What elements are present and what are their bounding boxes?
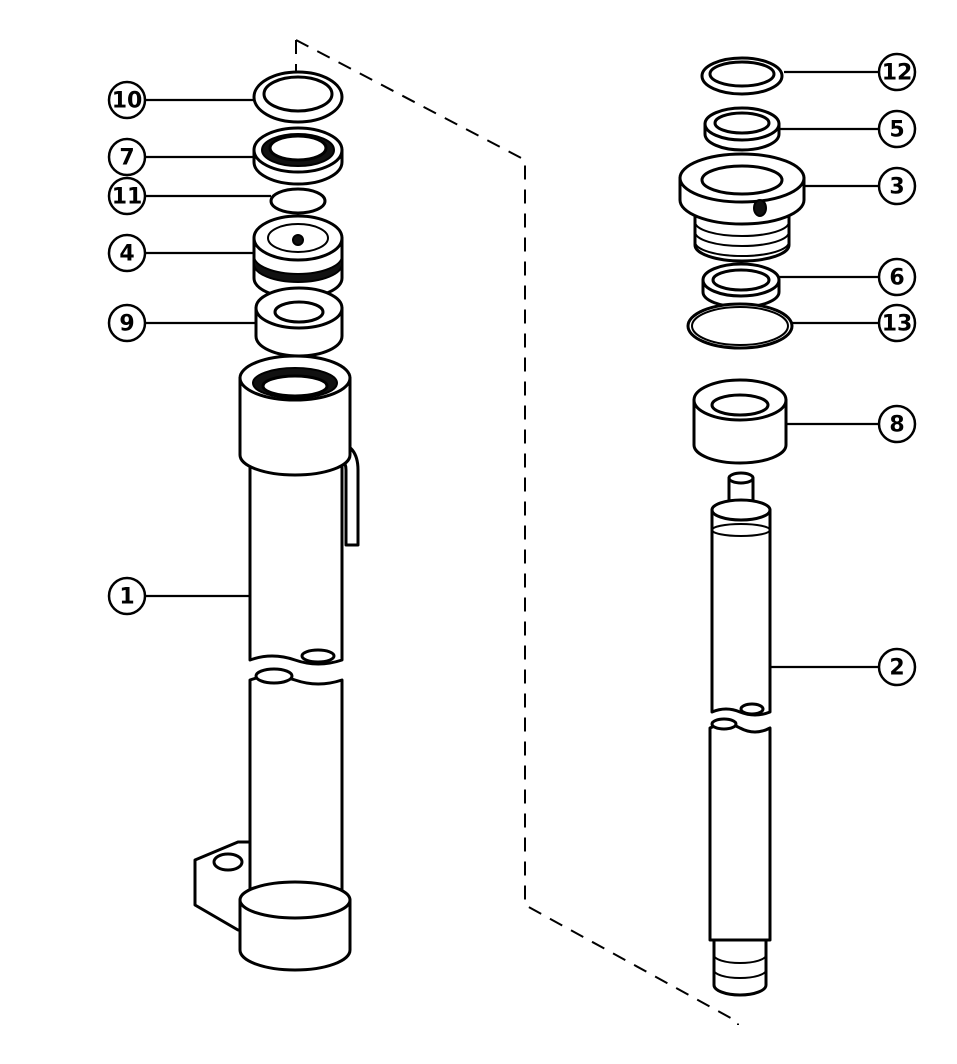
callout-13-label: 13 [882, 312, 913, 337]
part-3-gland-nut [678, 152, 806, 263]
callout-6-label: 6 [889, 266, 904, 291]
part-1-cylinder-barrel [193, 354, 360, 972]
callout-8: 8 [877, 404, 917, 444]
callout-11-label: 11 [112, 185, 143, 210]
part-12-ring [700, 56, 784, 96]
callout-5: 5 [877, 109, 917, 149]
callout-3: 3 [877, 166, 917, 206]
callout-9-label: 9 [119, 312, 134, 337]
callout-4-label: 4 [119, 242, 134, 267]
part-10-ring [252, 70, 344, 124]
assembly-centerline [295, 39, 739, 1025]
callout-4: 4 [107, 233, 147, 273]
callout-2: 2 [877, 647, 917, 687]
part-2-piston-rod [708, 471, 772, 997]
callout-1-label: 1 [119, 585, 134, 610]
callout-7-label: 7 [119, 146, 134, 171]
part-9-bushing [254, 286, 344, 358]
callout-11: 11 [107, 176, 147, 216]
part-6-seal [701, 262, 781, 309]
part-5-seal [703, 106, 781, 152]
callout-2-label: 2 [889, 656, 904, 681]
part-7-seal [252, 126, 344, 186]
part-4-piston [252, 214, 344, 300]
part-8-bushing [692, 378, 788, 465]
callout-8-label: 8 [889, 413, 904, 438]
callout-3-label: 3 [889, 175, 904, 200]
callout-9: 9 [107, 303, 147, 343]
part-13-o-ring [686, 302, 794, 350]
callout-12-label: 12 [882, 61, 913, 86]
callout-10-label: 10 [112, 89, 143, 114]
callout-6: 6 [877, 257, 917, 297]
callout-13: 13 [877, 303, 917, 343]
leader-lines [146, 70, 878, 669]
callout-10: 10 [107, 80, 147, 120]
callout-1: 1 [107, 576, 147, 616]
callout-5-label: 5 [889, 118, 904, 143]
callout-7: 7 [107, 137, 147, 177]
callout-12: 12 [877, 52, 917, 92]
part-11-washer [269, 187, 327, 215]
